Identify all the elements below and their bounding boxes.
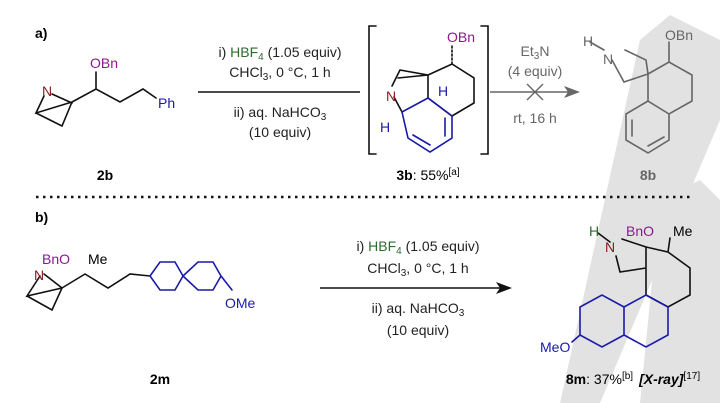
atom-N: N — [605, 239, 615, 255]
conditions-line-2: CHCl3, 0 °C, 1 h — [367, 260, 468, 279]
panel-b-label: b) — [35, 209, 48, 225]
group-Me: Me — [673, 223, 693, 239]
compound-label-8b: 8b — [640, 167, 656, 183]
compound-label-2b: 2b — [97, 167, 113, 183]
reaction-arrow-1: i) HBF4 (1.05 equiv) CHCl3, 0 °C, 1 h ii… — [198, 44, 360, 140]
atom-H: H — [380, 119, 390, 135]
atom-H: H — [438, 83, 448, 99]
group-BnO: BnO — [626, 223, 654, 239]
conditions-line-1: i) HBF4 (1.05 equiv) — [218, 44, 341, 63]
group-Me: Me — [88, 251, 108, 267]
compound-8m: H N BnO Me MeO 8m: 37%[b][X-ray][17] — [540, 223, 700, 387]
conditions-line-3: ii) aq. NaHCO3 — [234, 104, 327, 123]
compound-8b: H N OBn 8b — [583, 27, 693, 183]
group-OBn: OBn — [665, 27, 693, 43]
atom-N: N — [386, 88, 396, 104]
conditions-line-1: Et3N — [521, 43, 550, 62]
conditions-line-4: (10 equiv) — [249, 124, 311, 140]
compound-2b: N OBn Ph 2b — [34, 55, 175, 183]
conditions-line-4: (10 equiv) — [387, 322, 449, 338]
atom-H: H — [583, 33, 593, 49]
group-MeO: MeO — [540, 339, 570, 355]
reaction-arrow-2-blocked: Et3N (4 equiv) rt, 16 h — [490, 43, 580, 126]
panel-a-label: a) — [35, 25, 47, 41]
conditions-line-3: rt, 16 h — [513, 110, 557, 126]
atom-N: N — [603, 51, 613, 67]
conditions-line-3: ii) aq. NaHCO3 — [372, 300, 465, 319]
compound-label-3b: 3b: 55%[a] — [396, 167, 459, 183]
blocked-cross-icon — [526, 83, 544, 101]
group-BnO: BnO — [42, 251, 70, 267]
group-OBn: OBn — [90, 55, 118, 71]
intermediate-3b: N OBn H H 3b: 55%[a] — [368, 25, 489, 183]
atom-N: N — [34, 267, 44, 283]
compound-label-8m: 8m: 37%[b][X-ray][17] — [566, 371, 700, 387]
watermark — [560, 15, 720, 403]
reaction-arrow-3: i) HBF4 (1.05 equiv) CHCl3, 0 °C, 1 h ii… — [320, 238, 512, 338]
atom-H: H — [589, 223, 599, 239]
group-Ph: Ph — [158, 95, 175, 111]
conditions-line-2: CHCl3, 0 °C, 1 h — [229, 64, 330, 83]
compound-label-2m: 2m — [150, 371, 170, 387]
conditions-line-2: (4 equiv) — [508, 63, 562, 79]
compound-2m: N BnO Me OMe 2m — [25, 251, 256, 387]
group-OMe: OMe — [225, 295, 256, 311]
conditions-line-1: i) HBF4 (1.05 equiv) — [356, 238, 479, 257]
group-OBn: OBn — [447, 29, 475, 45]
atom-N: N — [42, 83, 52, 99]
